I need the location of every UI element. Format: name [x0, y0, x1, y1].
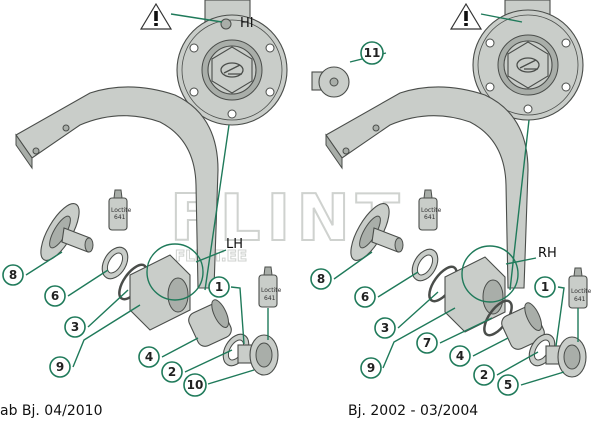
loctite-label: Loctite — [571, 288, 592, 295]
svg-text:6: 6 — [51, 289, 59, 303]
left-assembly: Loctite 641 Loctite 641 HI LH ab Bj. 04/… — [0, 0, 387, 419]
svg-text:1: 1 — [215, 280, 223, 294]
loctite-code: 641 — [424, 214, 436, 221]
callout-6: 6 — [44, 285, 66, 307]
callout-3: 3 — [64, 316, 86, 338]
loctite-label: Loctite — [111, 207, 132, 214]
callout-10: 10 — [183, 373, 207, 397]
svg-text:2: 2 — [480, 368, 488, 382]
callout-5: 5 — [497, 374, 519, 396]
callout-4: 4 — [449, 345, 471, 367]
callout-4: 4 — [138, 346, 160, 368]
hub-label: HI — [240, 16, 254, 31]
side-label-lh: LH — [226, 237, 243, 252]
right-assembly: RH Bj. 2002 - 03/2004 Loctite 641 Loctit… — [310, 0, 592, 419]
svg-text:10: 10 — [187, 378, 204, 392]
loctite-label: Loctite — [261, 287, 282, 294]
svg-text:5: 5 — [504, 378, 512, 392]
loctite-label: Loctite — [421, 207, 442, 214]
svg-text:4: 4 — [456, 349, 464, 363]
svg-text:3: 3 — [381, 321, 389, 335]
callout-3: 3 — [374, 317, 396, 339]
callout-2: 2 — [161, 361, 183, 383]
svg-text:9: 9 — [367, 361, 375, 375]
svg-text:11: 11 — [364, 46, 381, 60]
svg-text:1: 1 — [541, 280, 549, 294]
svg-text:9: 9 — [56, 360, 64, 374]
callout-2: 2 — [473, 364, 495, 386]
loctite-code: 641 — [574, 296, 586, 303]
side-label-rh: RH — [538, 246, 557, 261]
callout-6: 6 — [354, 286, 376, 308]
loctite-code: 641 — [264, 295, 276, 302]
callout-7: 7 — [416, 332, 438, 354]
svg-text:8: 8 — [317, 272, 325, 286]
callout-1: 1 — [208, 276, 230, 298]
warning-triangle-icon — [140, 3, 172, 30]
callout-11: 11 — [360, 41, 384, 65]
svg-text:4: 4 — [145, 350, 153, 364]
callout-8: 8 — [2, 264, 24, 286]
right-caption: Bj. 2002 - 03/2004 — [348, 403, 478, 419]
warning-triangle-icon — [450, 3, 482, 30]
svg-text:6: 6 — [361, 290, 369, 304]
callout-9: 9 — [49, 356, 71, 378]
left-caption: ab Bj. 04/2010 — [0, 403, 102, 419]
svg-text:2: 2 — [168, 365, 176, 379]
callout-8: 8 — [310, 268, 332, 290]
svg-text:7: 7 — [423, 336, 431, 350]
loctite-code: 641 — [114, 214, 126, 221]
callout-1: 1 — [534, 276, 556, 298]
svg-text:8: 8 — [9, 268, 17, 282]
callout-9: 9 — [360, 357, 382, 379]
svg-text:3: 3 — [71, 320, 79, 334]
